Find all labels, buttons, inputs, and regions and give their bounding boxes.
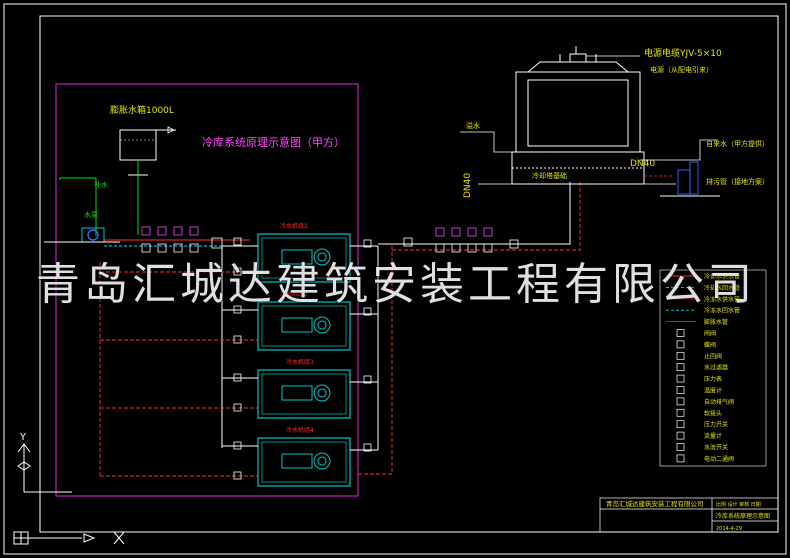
legend-symbol <box>676 340 685 349</box>
unit-branch-lines <box>100 245 378 477</box>
unit1-label: 冷水机组1 <box>280 222 308 230</box>
left-pump <box>44 227 120 243</box>
legend-symbol <box>676 443 685 451</box>
tower-return-pipe <box>392 182 581 251</box>
svg-text:Y: Y <box>19 432 27 443</box>
chiller-unit-3 <box>257 369 351 419</box>
legend-symbol <box>676 397 685 406</box>
chiller-unit-4 <box>257 437 351 487</box>
title-block <box>599 497 779 533</box>
legend-label: 温度计 <box>704 387 722 395</box>
legend-label: 冷却水回水管 <box>704 284 740 292</box>
legend-label: 冷冻水回水管 <box>704 307 740 315</box>
legend-label: 水过滤器 <box>704 364 728 372</box>
legend-label: 冷冻水供水管 <box>704 295 740 303</box>
legend-label: 膨胀水管 <box>704 318 728 326</box>
tap-water-pipe <box>640 139 718 161</box>
legend-label: 自动排气阀 <box>704 398 734 406</box>
drain-tank <box>660 161 720 197</box>
chiller-unit-2 <box>257 301 351 351</box>
tank-label: 膨胀水箱1000L <box>110 104 174 116</box>
expansion-tank <box>119 126 176 176</box>
outer-frame <box>3 3 787 555</box>
legend-label: 软接头 <box>704 409 722 417</box>
cable-sub-label: 电源（从配电引来） <box>650 65 713 74</box>
feed-label: 补水 <box>94 180 108 189</box>
diagram-title: 冷库系统原理示意图（甲方） <box>202 135 345 149</box>
legend-symbol <box>676 351 685 360</box>
drain-label: 排污管（接地方案） <box>706 177 769 186</box>
legend-symbol <box>676 454 685 463</box>
legend-label: 压力表 <box>704 375 722 383</box>
unit3-label: 冷水机组3 <box>286 358 314 366</box>
legend-symbol <box>676 329 685 337</box>
legend-symbol <box>676 363 685 372</box>
room-boundary <box>55 83 359 497</box>
legend-label: 闸阀 <box>704 330 716 338</box>
legend-label: 流量计 <box>704 432 722 440</box>
chiller-unit-1 <box>257 233 351 283</box>
tap-water-label: 自来水（甲方提供） <box>706 139 769 148</box>
makeup-pipe <box>59 177 97 236</box>
legend-symbol <box>676 420 685 429</box>
right-valve-group <box>403 227 519 253</box>
dn-left-label: DN40 <box>463 173 473 198</box>
cooling-tower <box>511 46 645 185</box>
legend-symbol <box>676 431 685 440</box>
tower-supply-pipe <box>378 182 571 245</box>
legend-label: 止回阀 <box>704 352 722 360</box>
legend-label: 压力开关 <box>704 421 728 429</box>
overflow-label: 溢水 <box>466 121 480 130</box>
title-block-date: 2014-4-29 <box>716 526 742 532</box>
left-valve-group <box>141 226 223 253</box>
legend-label: 电动二通阀 <box>704 455 734 463</box>
legend-label: 水流开关 <box>704 444 728 452</box>
unit4-label: 冷水机组4 <box>286 426 314 434</box>
legend-label: 蝶阀 <box>704 341 716 349</box>
legend-symbol <box>676 386 685 394</box>
tower-base-label: 冷却塔基础 <box>532 171 567 180</box>
cable-label: 电源电缆YJV-5×10 <box>644 47 722 59</box>
drawing-frame <box>39 15 779 533</box>
legend-label: 冷却水供水管 <box>704 273 740 281</box>
pump-left-label: 水泵 <box>84 210 98 219</box>
unit2-label: 冷水机组2 <box>280 290 308 298</box>
title-block-company: 青岛汇城达建筑安装工程有限公司 <box>606 499 704 508</box>
branch-valves <box>233 237 372 480</box>
grid-icon <box>13 531 125 545</box>
dn-right-label: DN40 <box>630 159 655 169</box>
right-riser-red <box>358 246 393 475</box>
legend-symbol <box>676 408 685 417</box>
legend-table <box>659 269 767 467</box>
title-block-scale: 比例 设计 审核 日期 <box>716 501 761 508</box>
legend-rows: 冷却水供水管冷却水回水管冷冻水供水管冷冻水回水管膨胀水管闸阀蝶阀止回阀水过滤器压… <box>666 273 740 463</box>
legend-symbol <box>676 374 685 383</box>
ucs-axis-icon: Y <box>17 432 72 493</box>
title-block-drawing: 冷库系统原理示意图 <box>716 512 770 520</box>
overflow-pipe <box>460 131 512 153</box>
